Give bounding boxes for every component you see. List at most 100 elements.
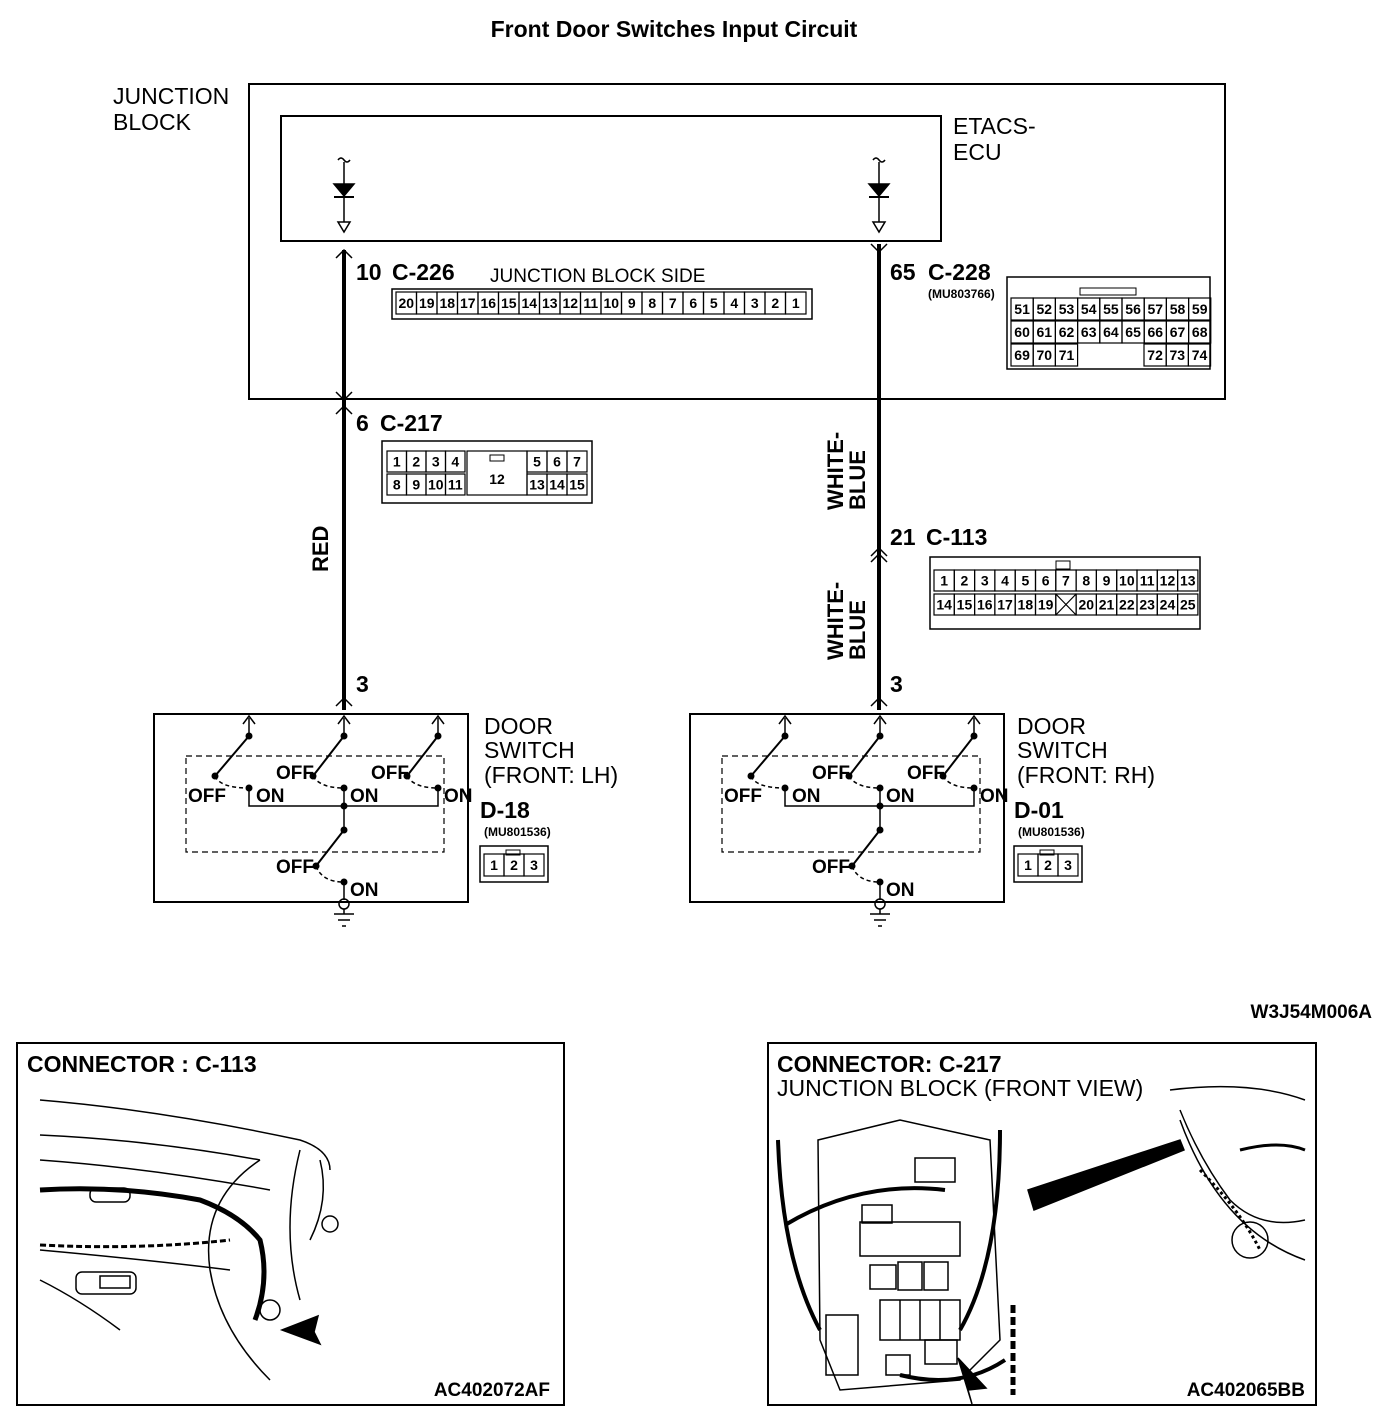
c113-cell-label: 20 — [1078, 597, 1094, 613]
c113-cell-label: 15 — [957, 597, 973, 613]
c228-cell-label: 59 — [1192, 301, 1208, 317]
c228-cell-label: 63 — [1081, 324, 1097, 340]
c217-cell-label: 4 — [451, 454, 459, 470]
door-rh-pin: 3 — [890, 671, 903, 697]
c113-cell-label: 23 — [1139, 597, 1155, 613]
door-lh-label-3: (FRONT: LH) — [484, 762, 618, 788]
c228-cell-label: 71 — [1059, 347, 1075, 363]
grid-d18-cell — [523, 853, 545, 877]
c113-blank-cross — [1055, 593, 1077, 616]
switch-state-label: OFF — [724, 786, 762, 807]
switch-line — [406, 775, 439, 789]
c217-cell — [466, 450, 528, 496]
switch-contact — [876, 802, 884, 810]
switch-state-label: ON — [886, 786, 915, 807]
dashboard-illustration — [39, 1099, 339, 1381]
c228-cell-label: 51 — [1014, 301, 1030, 317]
ecu-diode-right — [867, 157, 891, 234]
switch-line — [337, 714, 351, 725]
c113-name: C-113 — [926, 524, 987, 550]
door-rh-label-1: DOOR — [1017, 713, 1086, 739]
switch-line — [942, 775, 975, 789]
switch-line — [214, 735, 250, 777]
switch-state-label: ON — [886, 880, 915, 901]
junction-block-label-2: BLOCK — [113, 109, 192, 135]
c228-latch — [1079, 287, 1137, 296]
c226-cell — [784, 291, 807, 315]
diagram-title: Front Door Switches Input Circuit — [491, 16, 858, 42]
c113-cell-label: 22 — [1119, 597, 1135, 613]
grid-d18-cell-label: 3 — [530, 857, 538, 873]
switch-state-label: OFF — [276, 857, 314, 878]
c217-cell-label: 10 — [428, 477, 444, 493]
c226-cell-label: 15 — [501, 295, 517, 311]
switch-line — [214, 775, 250, 789]
door-lh-part: (MU801536) — [484, 825, 551, 839]
grid-d01-cell-label: 1 — [1024, 857, 1032, 873]
switch-state-label: OFF — [907, 763, 945, 784]
c226-pin: 10 — [356, 259, 382, 285]
c113-pin: 21 — [890, 524, 916, 550]
panel-c217-code: AC402065BB — [1187, 1380, 1305, 1401]
c217-cell-label: 13 — [529, 477, 545, 493]
switch-line — [750, 735, 786, 777]
c226-cell-label: 20 — [398, 295, 414, 311]
door-rh-label-3: (FRONT: RH) — [1017, 762, 1155, 788]
switch-state-label: ON — [792, 786, 821, 807]
junction-block: JUNCTION BLOCK — [113, 83, 1226, 400]
c226-cell-label: 1 — [792, 295, 800, 311]
wire-label-line: WHITE- — [823, 582, 848, 660]
c217-cell-label: 14 — [549, 477, 565, 493]
c217-pin: 6 — [356, 410, 369, 436]
c228-cell-label: 70 — [1037, 347, 1053, 363]
switch-line — [851, 829, 881, 867]
wire-label-line: BLUE — [845, 600, 870, 660]
switch-state-label: ON — [256, 786, 285, 807]
grid-d01-latch — [1039, 849, 1055, 856]
c217-cell-label: 7 — [573, 454, 581, 470]
c226-side-label: JUNCTION BLOCK SIDE — [490, 266, 705, 287]
switch-state-label: OFF — [276, 763, 314, 784]
c228-cell-label: 72 — [1147, 347, 1163, 363]
grid-d18-cell-label: 1 — [490, 857, 498, 873]
c113-cell-label: 2 — [961, 573, 969, 589]
c113-cell-label: 25 — [1180, 597, 1196, 613]
c113-cell-label: 4 — [1001, 573, 1009, 589]
switch-line — [750, 775, 786, 789]
switch-line — [873, 714, 887, 725]
door-rh-label-2: SWITCH — [1017, 737, 1108, 763]
c226-cell-label: 19 — [419, 295, 435, 311]
switch-line — [406, 735, 439, 777]
panel-c113: CONNECTOR : C-113 AC402072AF — [16, 1042, 565, 1406]
c113-cell-label: 7 — [1062, 573, 1070, 589]
c113-cell-label: 5 — [1021, 573, 1029, 589]
switch-line — [315, 829, 345, 867]
c226-housing — [391, 288, 813, 320]
c226-cell-label: 12 — [562, 295, 578, 311]
c228-cell-label: 73 — [1170, 347, 1186, 363]
c226-name: C-226 — [392, 259, 455, 285]
c113-cell-label: 16 — [977, 597, 993, 613]
etacs-ecu: ETACS- ECU — [280, 113, 1036, 242]
c228-cell-label: 58 — [1170, 301, 1186, 317]
c217-cell-label: 1 — [393, 454, 401, 470]
c228-cell-label: 56 — [1125, 301, 1141, 317]
c217-cell-label: 6 — [553, 454, 561, 470]
wire-label-red: RED — [308, 526, 333, 572]
c226-cell-label: 10 — [603, 295, 619, 311]
door-lh-connector: D-18 — [480, 797, 530, 823]
c217-cell — [444, 450, 466, 473]
door-rh-part: (MU801536) — [1018, 825, 1085, 839]
c226-cell-label: 17 — [460, 295, 476, 311]
c217-cell-label: 2 — [412, 454, 420, 470]
switch-line — [848, 735, 881, 777]
c228-cell-label: 55 — [1103, 301, 1119, 317]
junction-block-label-1: JUNCTION — [113, 83, 229, 109]
junction-block-illustration — [776, 1085, 1306, 1405]
panel-c113-code: AC402072AF — [434, 1380, 550, 1401]
